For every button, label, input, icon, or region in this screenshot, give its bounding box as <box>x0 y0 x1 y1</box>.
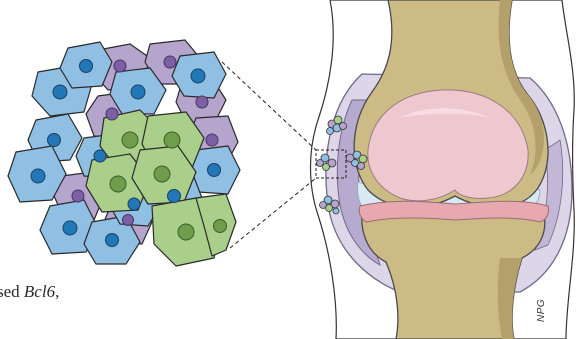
nucleus-green <box>178 224 194 240</box>
nucleus-green <box>164 132 180 148</box>
caption-gene: Bcl6 <box>24 282 55 301</box>
nucleus-blue <box>191 69 205 83</box>
nucleus-blue <box>131 85 145 99</box>
nucleus-blue <box>63 221 77 235</box>
caption-prefix: sed <box>0 282 24 301</box>
nucleus-green <box>122 132 138 148</box>
nucleus-green <box>110 176 126 192</box>
nucleus-blue <box>48 134 61 147</box>
nucleus-purple <box>196 96 208 108</box>
nucleus-blue <box>168 190 181 203</box>
nucleus-purple <box>106 108 118 120</box>
nucleus-purple <box>206 134 218 146</box>
credit-label: NPG <box>536 299 547 322</box>
caption-suffix: , <box>55 282 59 301</box>
nucleus-purple <box>114 60 126 72</box>
nucleus-blue <box>80 60 93 73</box>
knee-joint-icon <box>311 0 575 339</box>
nucleus-blue <box>94 150 106 162</box>
nucleus-blue <box>31 169 45 183</box>
nucleus-green <box>214 220 227 233</box>
nucleus-blue <box>208 164 221 177</box>
nucleus-blue <box>128 198 140 210</box>
meniscus <box>359 201 548 222</box>
nucleus-blue <box>106 234 119 247</box>
nucleus-purple <box>72 190 84 202</box>
caption-text: sed Bcl6, <box>0 282 59 302</box>
nucleus-green <box>154 166 170 182</box>
nucleus-purple <box>123 215 134 226</box>
zoom-line-bottom <box>230 178 316 248</box>
nucleus-purple <box>164 56 176 68</box>
nucleus-blue <box>53 85 67 99</box>
